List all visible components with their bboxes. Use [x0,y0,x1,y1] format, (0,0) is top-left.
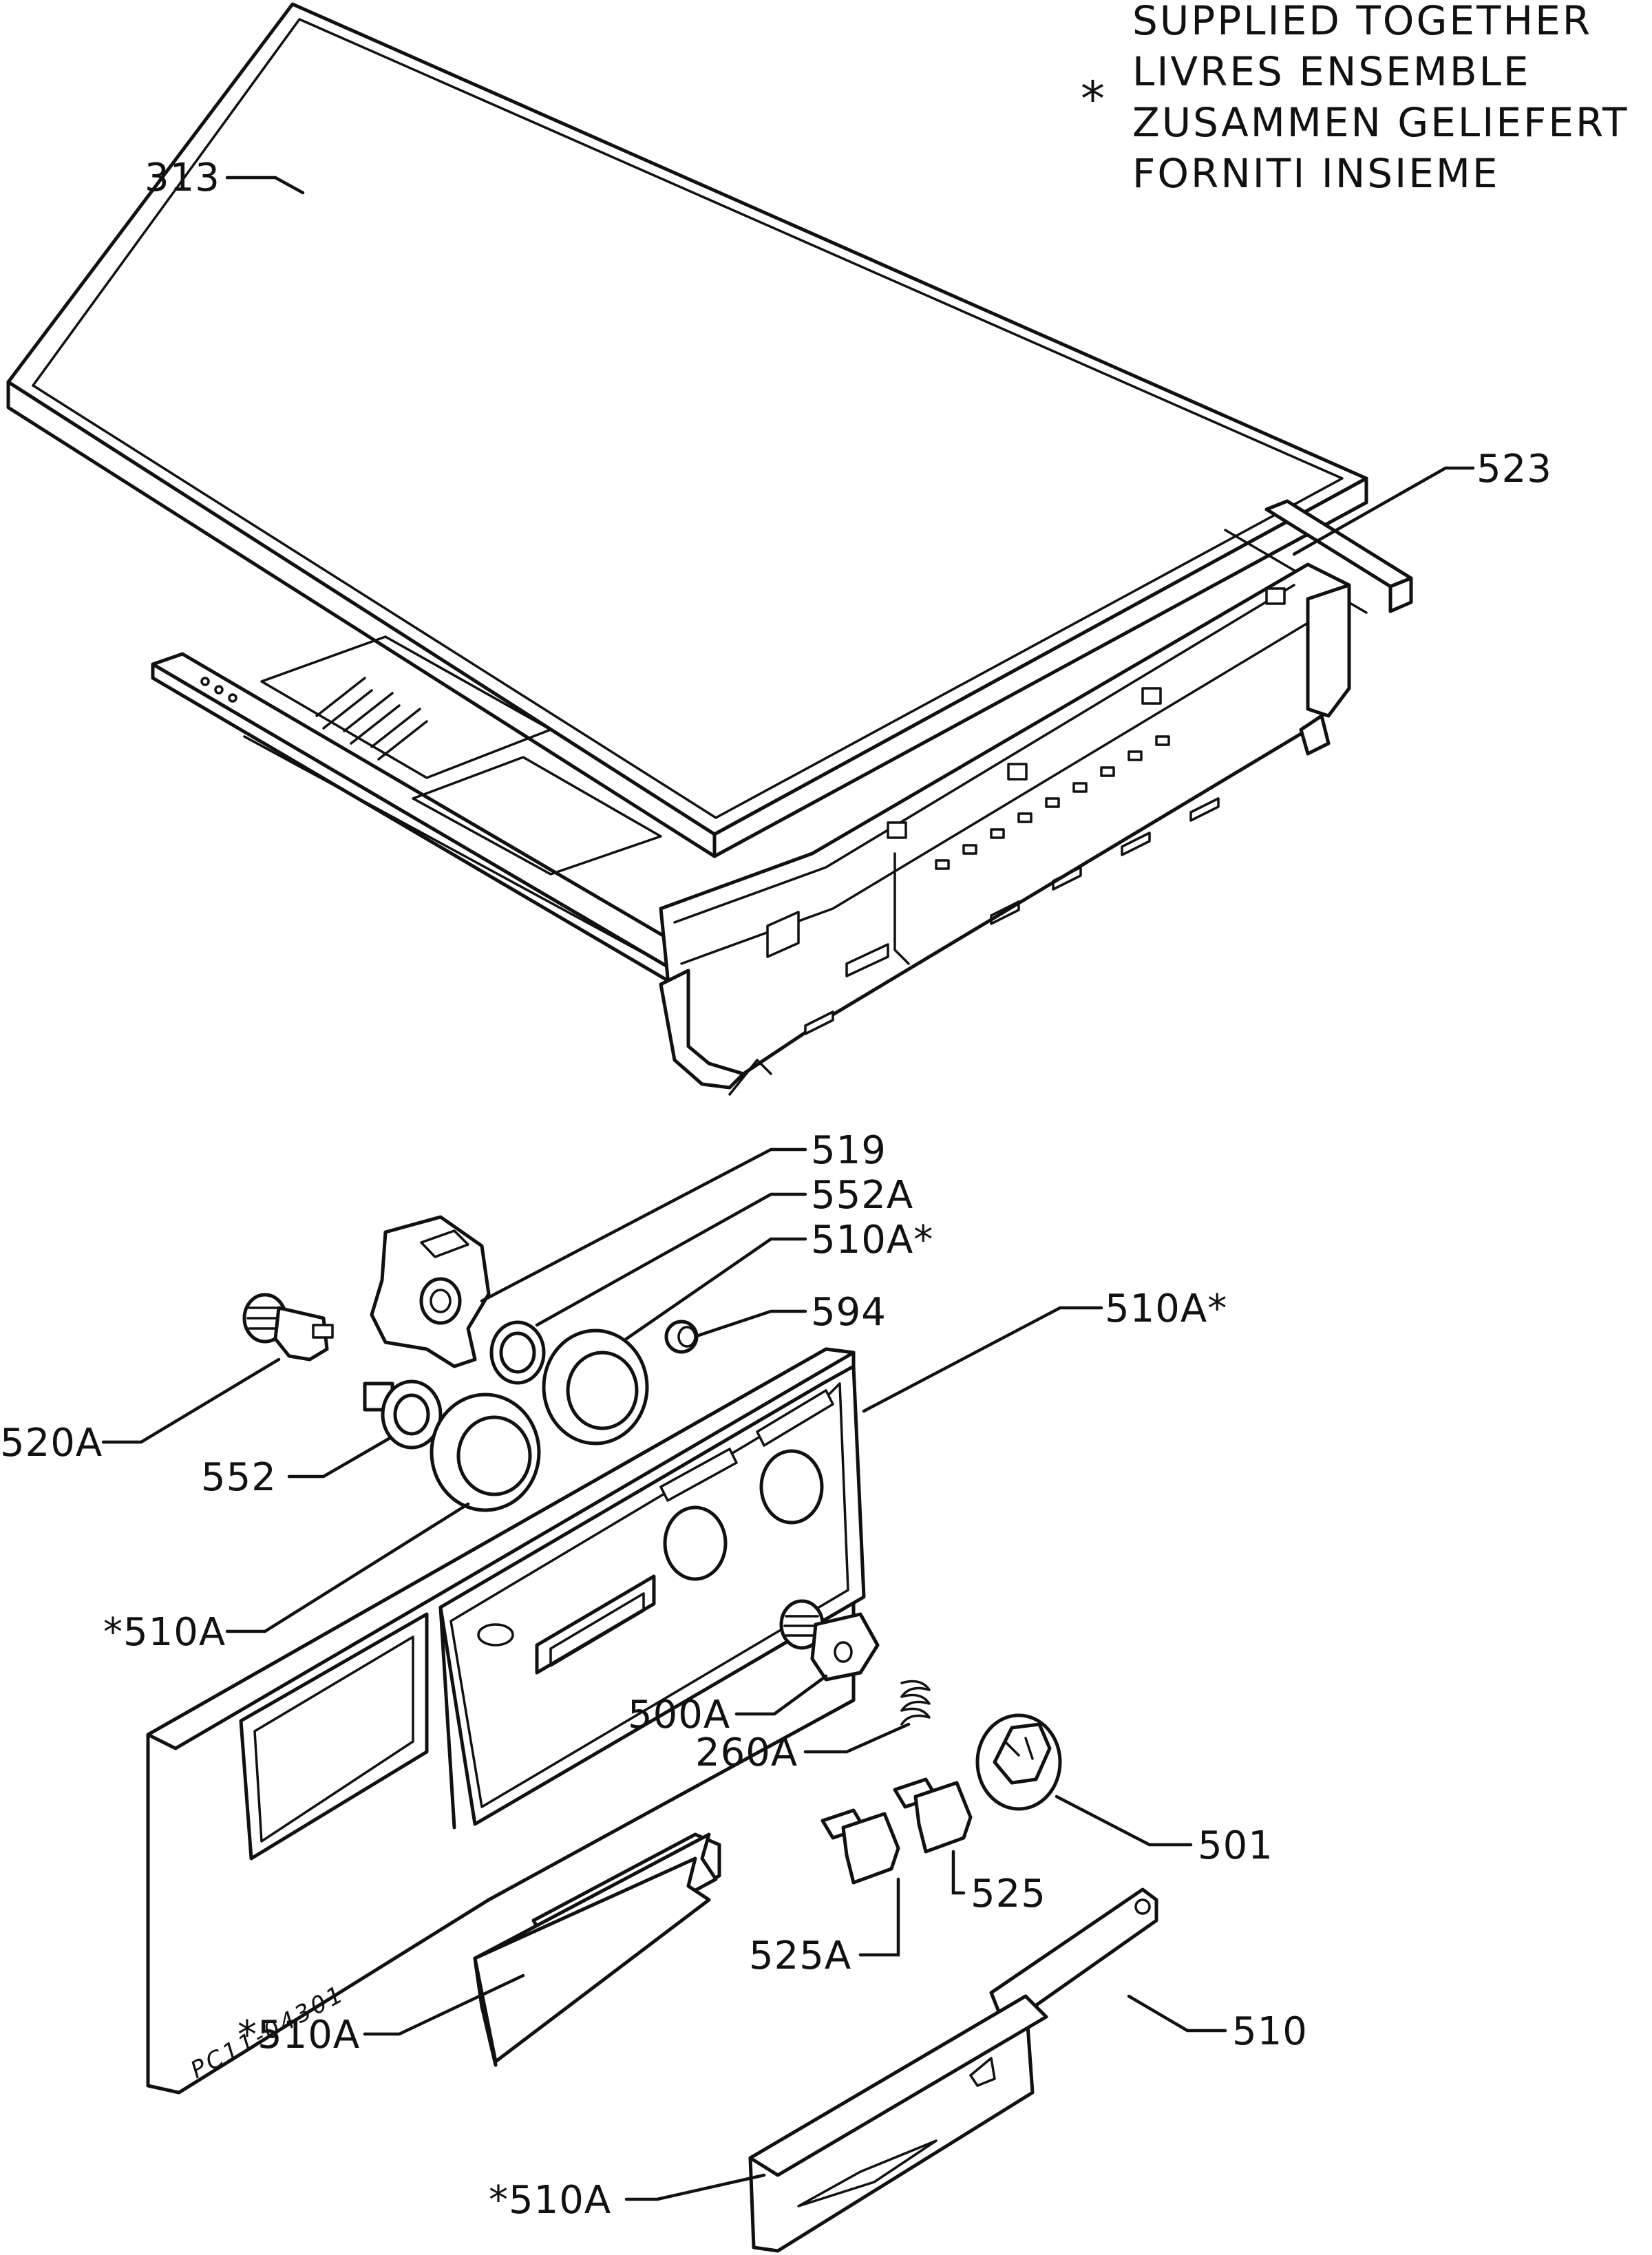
leader-510a-star-1 [624,1237,807,1341]
leader-510a-star-2 [862,1306,1103,1413]
part-260a-spring [900,1680,931,1726]
note-line-4: FORNITI INSIEME [1132,150,1500,197]
leader-501 [1055,1795,1193,1847]
control-panel-frame-523 [151,499,1413,1096]
label-510a-left-2: *510A [237,2013,360,2057]
label-500a: 500A [628,1693,730,1737]
worktop-lid-313 [6,2,1368,858]
label-520a: 520A [0,1421,103,1465]
part-519-bracket [370,1215,491,1368]
part-500a-knob-insert [779,1599,880,1682]
front-fascia-panel: PC11-04301 [146,1347,866,2095]
leader-500a [734,1674,828,1716]
part-525a-button [820,1808,900,1885]
label-594: 594 [811,1290,887,1335]
part-520a-switch [242,1293,334,1362]
note-line-2: LIVRES ENSEMBLE [1132,48,1531,95]
part-552a-ring [489,1320,546,1385]
leader-525 [951,1850,966,1895]
part-510a-handle-insert [473,1832,721,2067]
leader-594 [697,1309,807,1337]
leader-519 [480,1147,807,1303]
part-510a-knob-left [430,1393,541,1512]
part-510a-door [748,1994,1048,2253]
frame-slots [935,735,1170,870]
label-260a: 260A [695,1730,798,1775]
label-552a: 552A [811,1173,913,1218]
label-510a-left-1: *510A [103,1610,226,1655]
label-525a: 525A [749,1934,851,1978]
supplied-together-note: * SUPPLIED TOGETHER LIVRES ENSEMBLE ZUSA… [1081,0,1629,197]
leader-525a [858,1877,900,1957]
label-519: 519 [811,1128,887,1173]
part-552-coupling [363,1379,443,1450]
part-525-button [893,1777,973,1854]
label-501: 501 [1198,1823,1273,1868]
leader-260a [803,1722,911,1754]
leader-510a-left-1 [225,1502,470,1633]
note-line-1: SUPPLIED TOGETHER [1132,0,1592,44]
label-552: 552 [201,1455,277,1500]
leader-520a [101,1357,281,1444]
label-510a-star-2: 510A* [1105,1287,1227,1331]
leader-552 [287,1437,391,1479]
part-labels: 313 523 519 552A 510A* 594 510A* 520A 55… [0,156,1552,2223]
note-asterisk: * [1081,71,1105,127]
part-510a-knob-right [542,1328,649,1446]
leader-523 [1292,466,1475,556]
label-510a-left-3: *510A [489,2178,611,2223]
label-510a-star-1: 510A* [811,1218,933,1262]
leader-lines [101,176,1475,2201]
leader-510a-left-2 [363,1973,525,2036]
label-523: 523 [1476,447,1552,491]
leader-552a [535,1192,807,1327]
note-line-3: ZUSAMMEN GELIEFERT [1132,99,1629,146]
label-525: 525 [971,1872,1046,1916]
label-510: 510 [1232,2009,1308,2054]
leader-510 [1127,1994,1227,2033]
leader-510a-left-3 [624,2173,766,2201]
part-594-indicator [664,1320,699,1354]
part-501-cap [975,1713,1062,1811]
label-313: 313 [145,156,220,200]
